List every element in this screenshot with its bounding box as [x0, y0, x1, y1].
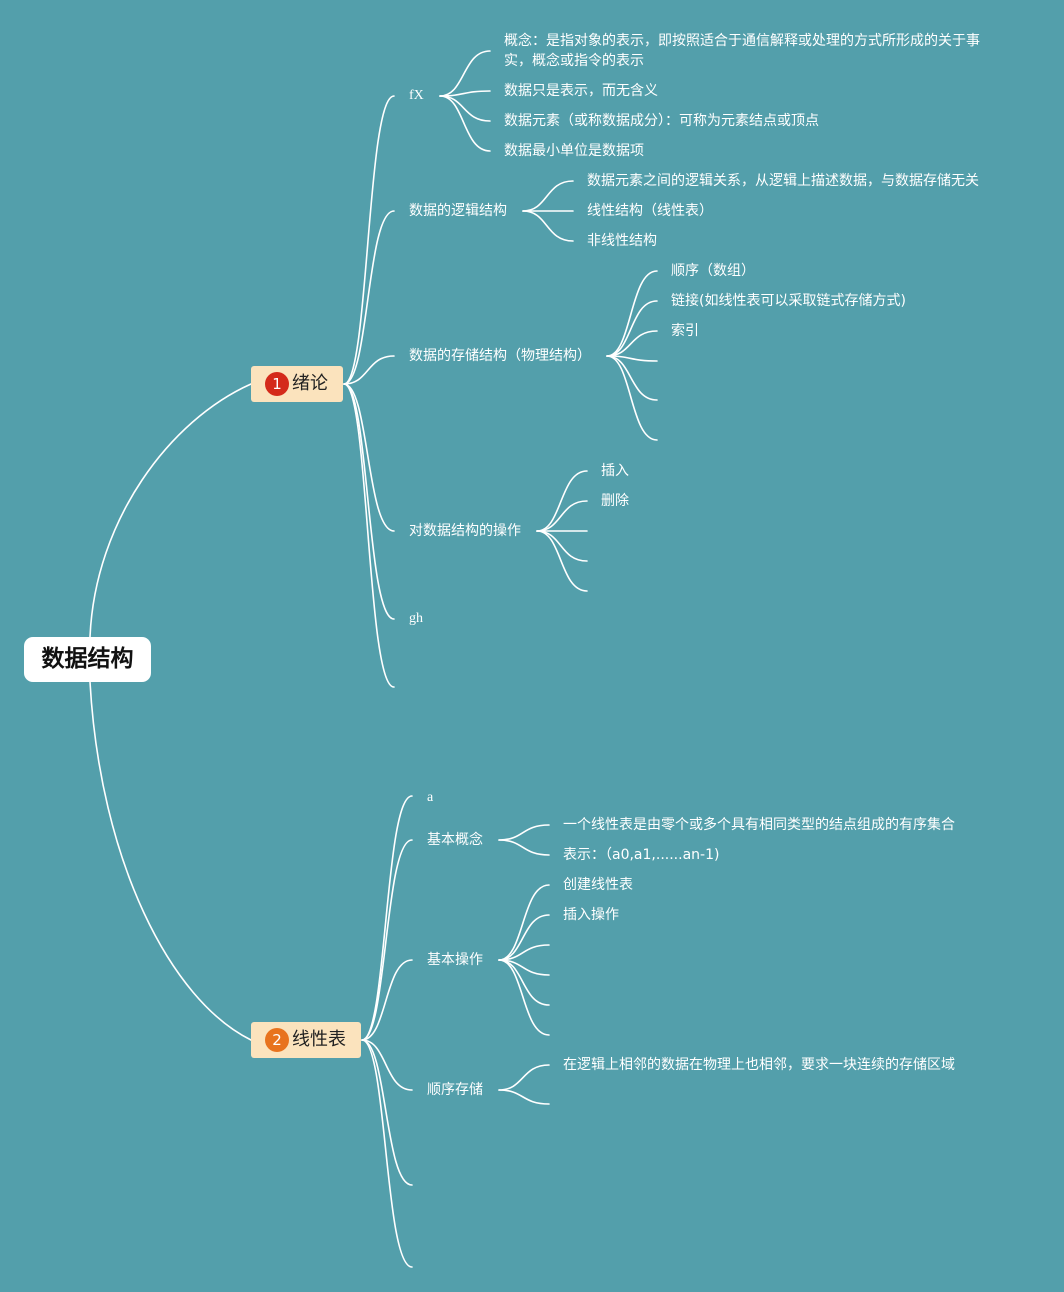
- topic-branch-line: [606, 300, 658, 357]
- chapter-branch-line: [343, 355, 395, 385]
- topic-branch-line: [522, 210, 574, 242]
- root-branch-line: [89, 681, 252, 1041]
- number-badge: 2: [265, 1028, 289, 1052]
- topic-fx[interactable]: fX: [409, 88, 424, 103]
- leaf-create-list[interactable]: 创建线性表: [563, 877, 633, 893]
- leaf-linked[interactable]: 链接(如线性表可以采取链式存储方式): [671, 293, 906, 309]
- topic-branch-line: [498, 959, 550, 1036]
- topic-branch-line: [498, 824, 550, 841]
- leaf-nonlinear-structure[interactable]: 非线性结构: [587, 233, 657, 249]
- topic-logical-structure[interactable]: 数据的逻辑结构: [409, 203, 507, 219]
- leaf-data-element[interactable]: 数据元素（或称数据成分）：可称为元素结点或顶点: [504, 113, 819, 129]
- chapter-branch-line: [361, 959, 413, 1041]
- topic-basic-operations[interactable]: 基本操作: [427, 952, 483, 968]
- leaf-contiguous-storage[interactable]: 在逻辑上相邻的数据在物理上也相邻，要求一块连续的存储区域: [563, 1057, 955, 1073]
- root-branch-line: [89, 383, 252, 638]
- number-badge: 1: [265, 372, 289, 396]
- topic-branch-line: [439, 95, 491, 152]
- chapter-title: 线性表: [292, 1029, 346, 1050]
- topic-basic-concept[interactable]: 基本概念: [427, 832, 483, 848]
- topic-branch-line: [498, 1089, 550, 1105]
- topic-storage-structure[interactable]: 数据的存储结构（物理结构）: [409, 348, 591, 364]
- leaf-insert[interactable]: 插入: [601, 463, 629, 479]
- leaf-concept-definition[interactable]: 概念：是指对象的表示，即按照适合于通信解释或处理的方式所形成的关于事实，概念或指…: [504, 33, 980, 69]
- leaf-sequential[interactable]: 顺序（数组）: [671, 263, 755, 279]
- topic-branch-line: [606, 355, 658, 401]
- chapter-branch-line: [361, 1039, 413, 1186]
- topic-a[interactable]: a: [427, 790, 434, 805]
- chapter-branch-line: [361, 839, 413, 1041]
- topic-branch-line: [536, 470, 588, 532]
- chapter-branch-line: [343, 383, 395, 532]
- root-title: 数据结构: [41, 646, 134, 672]
- topic-sequential-storage[interactable]: 顺序存储: [427, 1082, 483, 1098]
- topic-branch-line: [522, 180, 574, 212]
- topic-branch-line: [439, 50, 491, 97]
- chapter-node-linear-list[interactable]: 2 线性表: [251, 1022, 361, 1058]
- leaf-notation[interactable]: 表示：（a0,a1,......an-1): [563, 847, 720, 863]
- leaf-logical-relation[interactable]: 数据元素之间的逻辑关系，从逻辑上描述数据，与数据存储无关: [587, 173, 979, 189]
- topic-branch-line: [606, 330, 658, 357]
- topic-branch-line: [498, 1064, 550, 1091]
- topic-branch-line: [606, 270, 658, 357]
- topic-branch-line: [498, 914, 550, 961]
- topic-branch-line: [536, 530, 588, 562]
- root-node[interactable]: 数据结构: [24, 637, 151, 682]
- chapter-branch-line: [343, 383, 395, 620]
- topic-branch-line: [498, 884, 550, 961]
- topic-operations[interactable]: 对数据结构的操作: [409, 523, 521, 539]
- topic-branch-line: [498, 839, 550, 856]
- topic-gh[interactable]: gh: [409, 611, 423, 626]
- topic-branch-line: [439, 95, 491, 122]
- leaf-data-item[interactable]: 数据最小单位是数据项: [504, 143, 644, 159]
- topic-branch-line: [606, 355, 658, 441]
- chapter-branch-line: [343, 383, 395, 688]
- chapter-title: 绪论: [292, 373, 328, 394]
- chapter-node-intro[interactable]: 1 绪论: [251, 366, 343, 402]
- topic-branch-line: [536, 500, 588, 532]
- chapter-branch-line: [361, 1039, 413, 1268]
- leaf-delete[interactable]: 删除: [601, 493, 629, 509]
- leaf-linear-list-definition[interactable]: 一个线性表是由零个或多个具有相同类型的结点组成的有序集合: [563, 817, 955, 833]
- leaf-index[interactable]: 索引: [671, 323, 699, 339]
- leaf-insert-operation[interactable]: 插入操作: [563, 907, 619, 923]
- topic-branch-line: [536, 530, 588, 592]
- chapter-branch-line: [361, 1039, 413, 1091]
- leaf-data-representation[interactable]: 数据只是表示，而无含义: [504, 83, 658, 99]
- chapter-branch-line: [343, 210, 395, 385]
- chapter-branch-line: [361, 795, 413, 1041]
- leaf-linear-structure[interactable]: 线性结构（线性表）: [587, 203, 713, 219]
- chapter-branch-line: [343, 95, 395, 385]
